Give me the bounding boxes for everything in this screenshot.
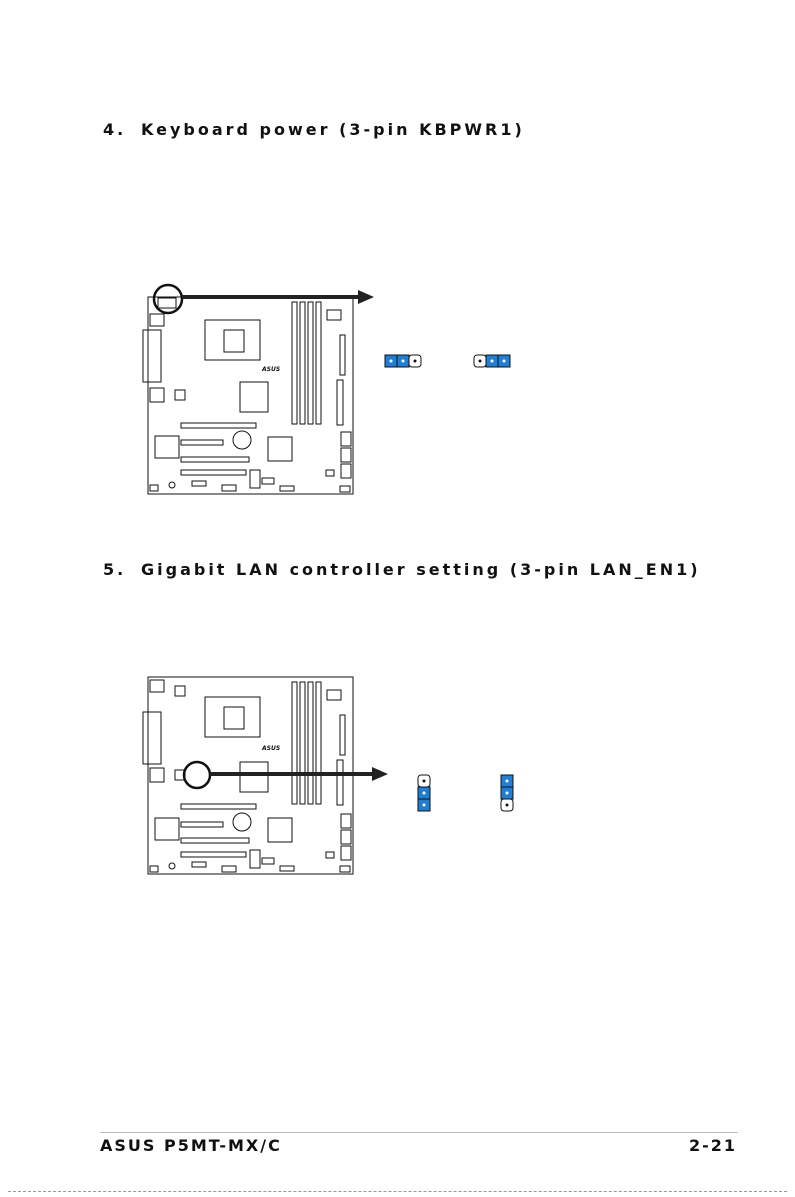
lan-en1-arrow-head	[372, 767, 388, 781]
footer-product-name: ASUS P5MT-MX/C	[100, 1136, 282, 1155]
kbpwr1-arrow-head	[358, 290, 374, 304]
kbpwr1-jumper-setting-1	[385, 355, 421, 367]
section-5-title: Gigabit LAN controller setting (3-pin LA…	[141, 560, 701, 579]
lan-en1-jumper-setting-1	[418, 775, 430, 811]
footer-rule	[100, 1132, 738, 1133]
section-5-number: 5.	[103, 560, 141, 579]
lan-en1-jumper-setting-2	[501, 775, 513, 811]
board-logo-2: ASUS	[261, 745, 280, 752]
lan-en1-highlight-circle	[184, 762, 210, 788]
motherboard-layout	[143, 297, 353, 494]
section-5-heading: 5.Gigabit LAN controller setting (3-pin …	[103, 560, 701, 579]
board-logo: ASUS	[261, 366, 280, 373]
kbpwr1-jumper-setting-2	[474, 355, 510, 367]
footer-page-number: 2-21	[689, 1136, 737, 1155]
page-bottom-rule	[8, 1191, 787, 1192]
